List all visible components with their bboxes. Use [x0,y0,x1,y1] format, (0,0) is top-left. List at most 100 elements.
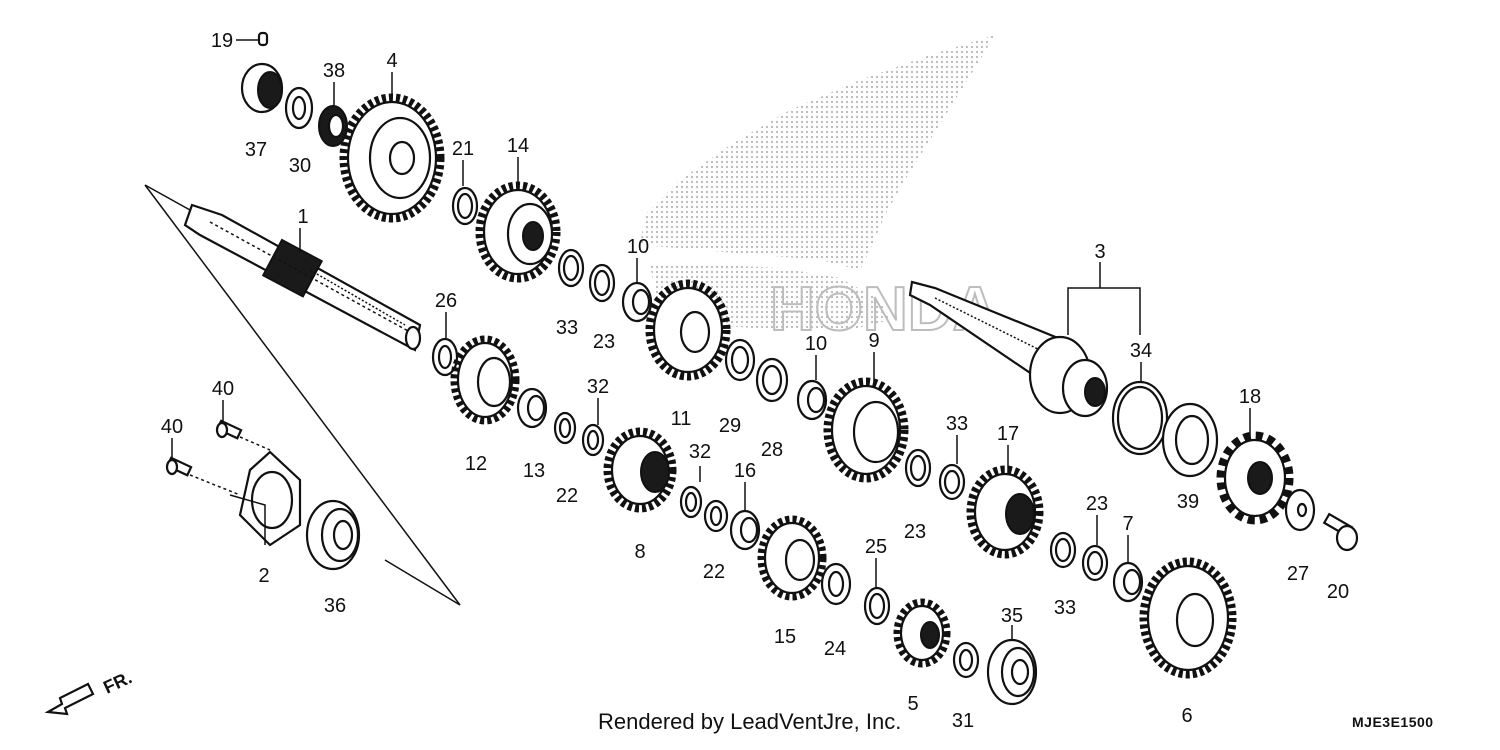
part-15-gear [757,515,827,601]
part-6-gear [1139,557,1237,679]
callout-40b: 40 [161,416,183,438]
part-33-washer [557,248,585,288]
part-7-bushing [1112,561,1144,603]
part-14-gear [475,181,561,283]
callout-24: 24 [824,638,846,660]
callout-35: 35 [1001,605,1023,627]
callout-1: 1 [297,206,308,228]
part-22-washer [553,411,577,445]
callout-10: 10 [627,236,649,258]
callout-6: 6 [1181,705,1192,727]
part-12-gear [450,335,520,425]
callout-28: 28 [761,439,783,461]
part-27-washer [1284,488,1316,532]
part-19-clip [236,31,269,47]
callout-33c: 33 [1054,597,1076,619]
part-26-washer [431,337,459,377]
front-label: FR. [100,667,135,697]
callout-22: 22 [556,485,578,507]
callout-4: 4 [386,50,397,72]
callout-38: 38 [323,60,345,82]
callout-numbers: 19 37 30 38 4 21 14 1 26 10 33 23 11 12 … [161,30,1349,732]
part-3-countershaft [908,280,1109,418]
callout-23b: 23 [904,521,926,543]
part-25-snap-ring [863,586,891,626]
part-24-washer [820,562,852,606]
callout-11: 11 [671,408,692,430]
callout-27: 27 [1287,563,1309,585]
part-9-gear [823,377,909,483]
part-4-gear [339,93,445,223]
part-2-plate [238,450,302,547]
callout-30: 30 [289,155,311,177]
part-28-washer [755,357,789,403]
callout-23c: 23 [1086,493,1108,515]
callout-3: 3 [1094,241,1105,263]
callout-33b: 33 [946,413,968,435]
part-10-bushing-2 [796,379,828,421]
part-22-washer-2 [703,499,729,533]
part-11-gear [645,279,731,381]
part-20-bolt [1322,512,1359,552]
callout-37: 37 [245,139,267,161]
part-39-seal [1161,402,1219,478]
callout-17: 17 [997,423,1019,445]
part-29-washer [724,338,756,382]
callout-19: 19 [211,30,233,52]
callout-29: 29 [719,415,741,437]
callout-10b: 10 [805,333,827,355]
part-8-gear [603,427,677,513]
callout-18: 18 [1239,386,1261,408]
part-34-o-ring [1111,380,1169,456]
callout-2: 2 [258,565,269,587]
part-31-washer [952,641,980,679]
render-credit: Rendered by LeadVentJre, Inc. [598,709,902,734]
part-23-snap-ring-2 [904,448,932,488]
callout-36: 36 [324,595,346,617]
part-13-bushing [516,387,548,429]
callout-12: 12 [465,453,487,475]
callout-32: 32 [587,376,609,398]
callout-16: 16 [734,460,756,482]
callout-7: 7 [1122,513,1133,535]
part-32-snap-ring-2 [679,485,703,519]
callout-39: 39 [1177,491,1199,513]
callout-5: 5 [907,693,918,715]
part-35-bearing [986,638,1038,706]
part-21-snap-ring [451,186,479,226]
callout-22b: 22 [703,561,725,583]
callout-32b: 32 [689,441,711,463]
mainshaft-envelope [144,184,461,606]
part-23-snap-ring-3 [1081,544,1109,582]
part-40-bolt [215,419,243,440]
part-16-bushing [729,509,761,551]
part-32-snap-ring [581,423,605,457]
callout-20: 20 [1327,581,1349,603]
callout-8: 8 [634,541,645,563]
callout-13: 13 [523,460,545,482]
callout-26: 26 [435,290,457,312]
callout-33: 33 [556,317,578,339]
callout-14: 14 [507,135,529,157]
part-37-bearing [240,62,284,114]
part-36-bearing [305,499,361,571]
leader-lines [171,72,1251,640]
diagram-code: MJE3E1500 [1352,714,1434,730]
part-17-gear [966,465,1044,559]
callout-9: 9 [868,330,879,352]
part-38-needle-bearing [318,105,348,147]
callout-31: 31 [952,710,974,732]
callout-15: 15 [774,626,796,648]
callout-25: 25 [865,536,887,558]
part-30-washer [284,86,314,130]
callout-40a: 40 [212,378,234,400]
part-10-bushing [621,281,653,323]
callout-23: 23 [593,331,615,353]
part-18-sprocket [1216,431,1294,525]
part-33-washer-3 [1049,531,1077,569]
callout-34: 34 [1130,340,1152,362]
front-direction-arrow: FR. [44,667,135,716]
part-5-gear [893,598,951,668]
part-23-snap-ring [588,263,616,303]
